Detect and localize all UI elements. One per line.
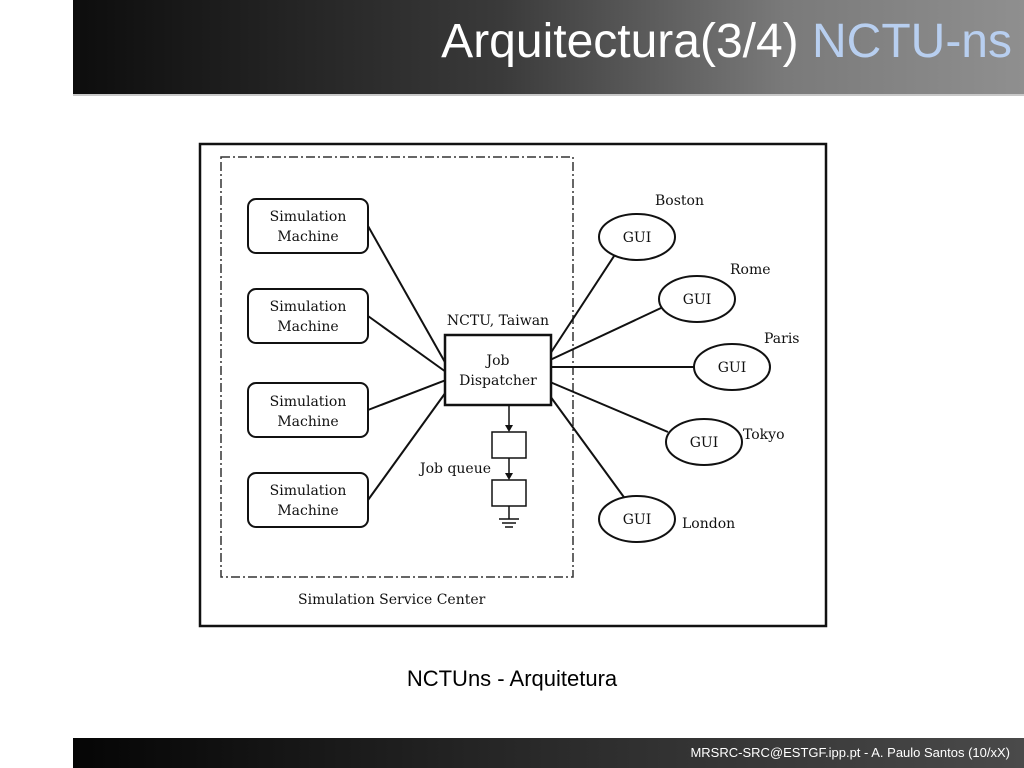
queue-slot: [491, 431, 527, 459]
link-machine-3: [367, 379, 447, 411]
gui-label: GUI: [718, 360, 747, 376]
link-gui-boston: [549, 249, 619, 355]
simulation-machine: Simulation Machine: [247, 198, 369, 254]
city-label-tokyo: Tokyo: [743, 427, 785, 443]
machine-label-line1: Simulation: [270, 299, 347, 315]
title-accent: NCTU-ns: [812, 15, 1012, 68]
queue-arrow-icon: [505, 473, 513, 480]
dispatcher-location-label: NCTU, Taiwan: [447, 313, 549, 329]
job-queue-label: Job queue: [418, 461, 491, 477]
link-gui-london: [549, 395, 627, 501]
gui-label: GUI: [623, 512, 652, 528]
machine-label-line1: Simulation: [270, 394, 347, 410]
link-machine-2: [367, 315, 447, 373]
figure-caption: NCTUns - Arquitetura: [406, 666, 618, 691]
gui-client-london: GUI London: [598, 495, 735, 543]
service-center-label: Simulation Service Center: [298, 592, 486, 608]
machine-label-line2: Machine: [277, 319, 338, 335]
gui-client-boston: GUI Boston: [598, 193, 704, 261]
architecture-diagram: Simulation Service Center Simulation Mac…: [198, 142, 828, 628]
link-machine-1: [367, 225, 447, 365]
footer-text: MRSRC-SRC@ESTGF.ipp.pt - A. Paulo Santos…: [690, 745, 1010, 760]
gui-client-paris: GUI Paris: [693, 331, 800, 391]
gui-client-rome: GUI Rome: [658, 262, 771, 323]
machine-label-line1: Simulation: [270, 209, 347, 225]
queue-arrow-icon: [505, 425, 513, 432]
city-label-boston: Boston: [655, 193, 704, 209]
dispatcher-label-line2: Dispatcher: [459, 373, 537, 389]
machine-label-line2: Machine: [277, 414, 338, 430]
machine-label-line2: Machine: [277, 229, 338, 245]
city-label-rome: Rome: [730, 262, 771, 278]
link-machine-4: [367, 391, 447, 501]
simulation-machine: Simulation Machine: [247, 382, 369, 438]
footer-bar: MRSRC-SRC@ESTGF.ipp.pt - A. Paulo Santos…: [73, 738, 1024, 768]
link-gui-rome: [549, 307, 662, 361]
gui-label: GUI: [690, 435, 719, 451]
dispatcher-label-line1: Job: [484, 353, 509, 369]
gui-label: GUI: [623, 230, 652, 246]
ground-terminator-icon: [499, 518, 519, 528]
machine-label-line1: Simulation: [270, 483, 347, 499]
slide-title: Arquitectura(3/4) NCTU-ns: [441, 14, 1012, 69]
simulation-machine: Simulation Machine: [247, 288, 369, 344]
job-dispatcher-box: [443, 333, 553, 407]
title-bar: Arquitectura(3/4) NCTU-ns: [73, 0, 1024, 96]
title-main: Arquitectura(3/4): [441, 15, 812, 68]
city-label-paris: Paris: [764, 331, 800, 347]
machine-label-line2: Machine: [277, 503, 338, 519]
simulation-machine: Simulation Machine: [247, 472, 369, 528]
city-label-london: London: [682, 516, 735, 532]
gui-client-tokyo: GUI Tokyo: [665, 418, 785, 466]
link-gui-tokyo: [549, 381, 669, 433]
queue-slot: [491, 479, 527, 507]
gui-label: GUI: [683, 292, 712, 308]
